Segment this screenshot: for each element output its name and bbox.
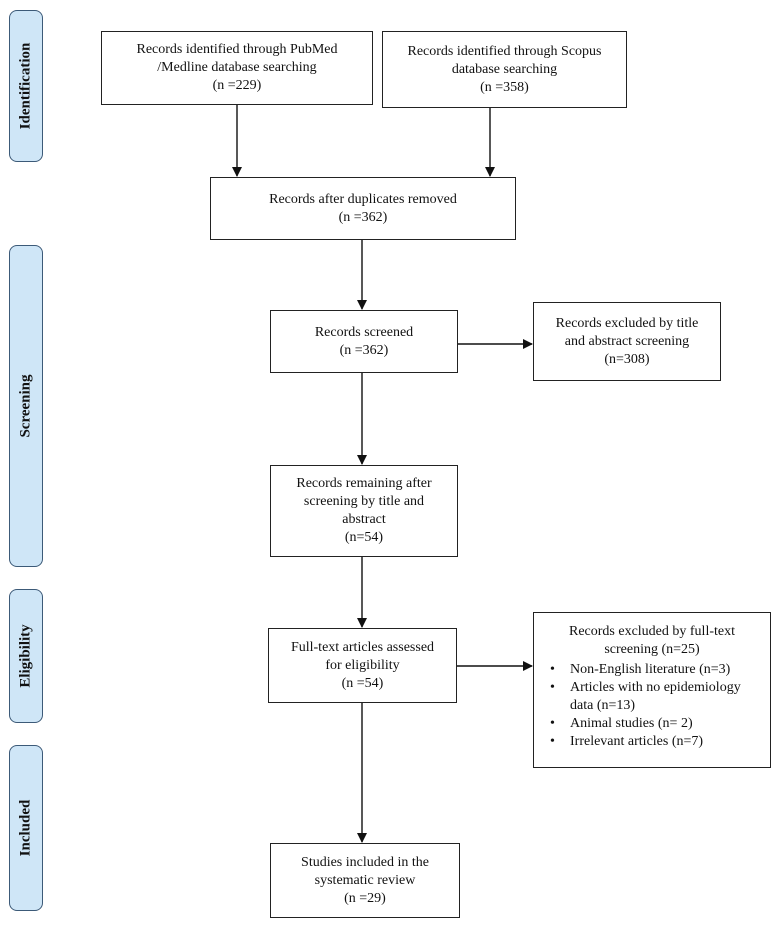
box-text-line: screening by title and — [303, 494, 425, 509]
box-count: (n=308) — [604, 351, 650, 367]
box-count: (n =229) — [212, 78, 262, 93]
list-item: • Articles with no epidemiology data (n=… — [548, 679, 764, 715]
phase-screening: Screening — [9, 245, 43, 567]
exclusion-reasons-list: • Non-English literature (n=3) • Article… — [540, 661, 764, 751]
box-text-line: and abstract screening — [564, 333, 690, 349]
box-count: (n =29) — [344, 890, 386, 906]
box-count: (n =362) — [338, 209, 388, 225]
list-item-text: Animal studies (n= 2) — [570, 716, 693, 731]
phase-included: Included — [9, 745, 43, 911]
list-item: • Irrelevant articles (n=7) — [548, 733, 764, 751]
box-text-line: Full-text articles assessed — [290, 639, 435, 655]
box-count: (n =358) — [480, 79, 529, 95]
box-count: (n =54) — [341, 675, 384, 691]
phase-eligibility: Eligibility — [9, 589, 43, 723]
list-item-text: Non-English literature (n=3) — [570, 662, 731, 677]
scopus-records-box: Records identified through Scopus databa… — [382, 31, 627, 108]
box-text-line: Records after duplicates removed — [269, 191, 457, 207]
list-item-text: data (n=13) — [570, 698, 636, 713]
box-text-line: database searching — [451, 61, 558, 77]
list-item-text: Articles with no epidemiology — [570, 680, 741, 695]
bullet-icon: • — [550, 734, 555, 749]
list-item: • Animal studies (n= 2) — [548, 715, 764, 733]
phase-identification: Identification — [9, 10, 43, 162]
box-text-line: for eligibility — [325, 657, 400, 673]
pubmed-records-box: Records identified through PubMed /Medli… — [101, 31, 373, 105]
fulltext-assessed-box: Full-text articles assessed for eligibil… — [268, 628, 457, 703]
bullet-icon: • — [550, 662, 555, 677]
bullet-icon: • — [550, 716, 555, 731]
box-text-line: abstract — [342, 512, 386, 527]
box-text-line: Records screened — [314, 324, 414, 340]
box-text-line: Records excluded by title — [555, 315, 699, 331]
box-text-line: Records excluded by full-text — [568, 624, 735, 639]
duplicates-removed-box: Records after duplicates removed (n =362… — [210, 177, 516, 240]
box-text-line: systematic review — [314, 872, 416, 888]
records-remaining-box: Records remaining after screening by tit… — [270, 465, 458, 557]
box-text-line: Records identified through PubMed — [136, 42, 338, 57]
box-count: (n=54) — [344, 530, 384, 545]
excluded-title-abstract-box: Records excluded by title and abstract s… — [533, 302, 721, 381]
box-text-line: /Medline database searching — [157, 60, 317, 75]
box-text-line: Records remaining after — [296, 476, 432, 491]
studies-included-box: Studies included in the systematic revie… — [270, 843, 460, 918]
records-screened-box: Records screened (n =362) — [270, 310, 458, 373]
bullet-icon: • — [550, 680, 555, 695]
list-item-text: Irrelevant articles (n=7) — [570, 734, 704, 749]
box-text-line: Studies included in the — [301, 854, 429, 870]
list-item: • Non-English literature (n=3) — [548, 661, 764, 679]
box-count: (n =362) — [339, 342, 389, 358]
box-count: screening (n=25) — [604, 642, 700, 657]
excluded-fulltext-box: Records excluded by full-text screening … — [533, 612, 771, 768]
box-text-line: Records identified through Scopus — [407, 43, 602, 59]
